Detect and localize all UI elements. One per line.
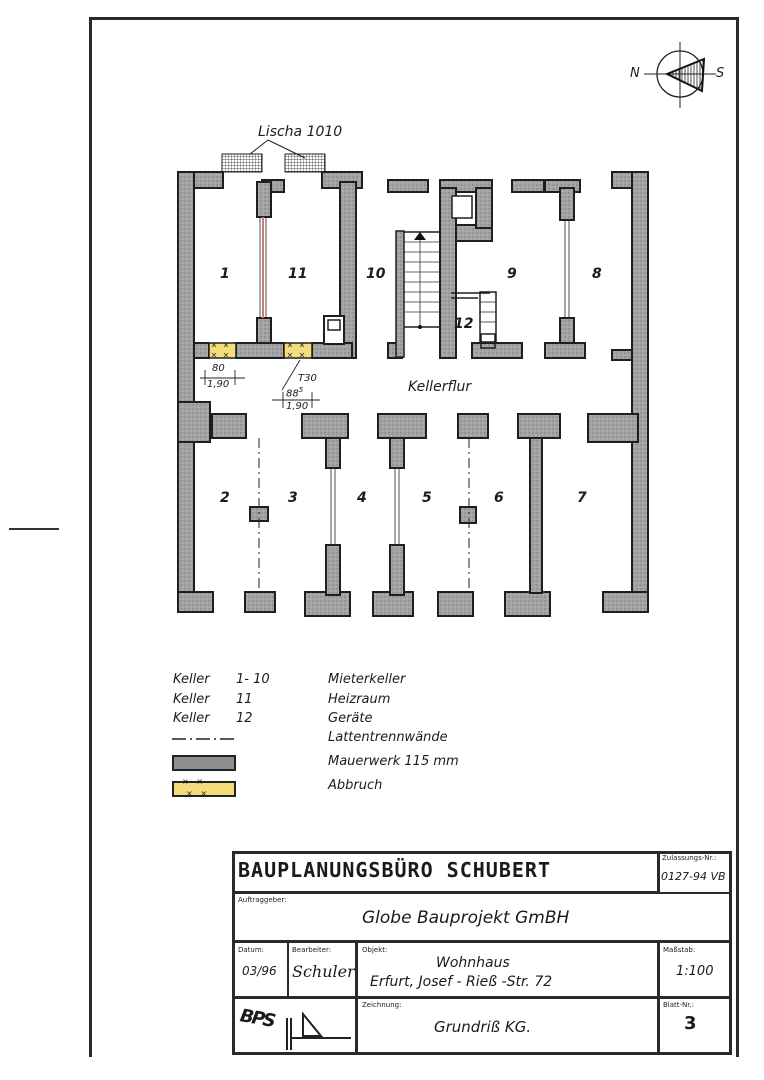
approval-label: Zulassungs-Nr.: — [662, 854, 717, 862]
room-6-label: 6 — [494, 490, 504, 506]
editor-label: Bearbeiter: — [292, 946, 332, 954]
window-annotation: Lischa 1010 — [258, 124, 343, 140]
drawing-label: Zeichnung: — [362, 1001, 402, 1009]
editor-signature: Schuler — [292, 962, 355, 981]
sheet-label: Blatt-Nr.: — [663, 1001, 695, 1009]
compass: N S — [630, 36, 730, 120]
fold-mark — [9, 528, 59, 530]
object-line2: Erfurt, Josef - Rieß -Str. 72 — [370, 974, 553, 990]
dim-opening2-width: 885 — [286, 386, 304, 400]
room-3-label: 3 — [288, 490, 298, 506]
client-label: Auftraggeber: — [238, 896, 287, 904]
room-9-label: 9 — [507, 266, 517, 282]
scale-value: 1:100 — [676, 964, 714, 979]
compass-north: N — [630, 66, 640, 81]
legend-key-3: Keller — [173, 711, 210, 726]
date-value: 03/96 — [242, 964, 277, 978]
floor-plan — [177, 139, 649, 617]
room-11-label: 11 — [288, 266, 308, 282]
dim-opening2-height: 1,90 — [286, 401, 309, 412]
legend-desc-2: Heizraum — [328, 692, 391, 707]
client-name: Globe Bauprojekt GmBH — [362, 908, 570, 928]
scale-label: Maßstab: — [663, 946, 696, 954]
compass-icon — [644, 42, 716, 108]
room-12-label: 12 — [454, 316, 474, 332]
room-8-label: 8 — [592, 266, 602, 282]
legend-desc-6: Abbruch — [328, 778, 383, 793]
room-5-label: 5 — [422, 490, 432, 506]
approval-number: 0127-94 VB — [661, 870, 726, 883]
sheet-number: 3 — [684, 1013, 697, 1034]
triangle-ruler-icon — [286, 1012, 351, 1050]
masonry-swatch-icon — [172, 755, 236, 771]
room-4-label: 4 — [357, 490, 367, 506]
legend-range-2: 11 — [236, 692, 253, 707]
drawing-frame — [89, 17, 739, 1057]
drawing-title: Grundriß KG. — [434, 1018, 532, 1036]
dash-dot-line-icon — [172, 738, 236, 740]
dim-door-rating: T30 — [298, 373, 317, 384]
legend-desc-1: Mieterkeller — [328, 672, 406, 687]
legend-key-2: Keller — [173, 692, 210, 707]
firm-name: BAUPLANUNGSBÜRO SCHUBERT — [238, 858, 551, 882]
room-10-label: 10 — [366, 266, 386, 282]
room-7-label: 7 — [577, 490, 587, 506]
dim-opening1-width: 80 — [212, 363, 225, 374]
compass-south: S — [716, 66, 725, 81]
object-line1: Wohnhaus — [436, 955, 510, 971]
legend-desc-3: Geräte — [328, 711, 373, 726]
room-2-label: 2 — [220, 490, 230, 506]
legend-desc-5: Mauerwerk 115 mm — [328, 754, 459, 769]
dim-opening1-height: 1,90 — [207, 379, 230, 390]
corridor-label: Kellerflur — [408, 379, 472, 395]
object-label: Objekt: — [362, 946, 388, 954]
date-label: Datum: — [238, 946, 265, 954]
legend-range-3: 12 — [236, 711, 253, 726]
legend-range-1: 1- 10 — [236, 672, 270, 687]
legend-desc-4: Lattentrennwände — [328, 730, 448, 745]
room-1-label: 1 — [220, 266, 230, 282]
demolition-swatch-icon: × × × × — [172, 777, 236, 798]
title-block — [232, 851, 732, 1055]
legend-key-1: Keller — [173, 672, 210, 687]
